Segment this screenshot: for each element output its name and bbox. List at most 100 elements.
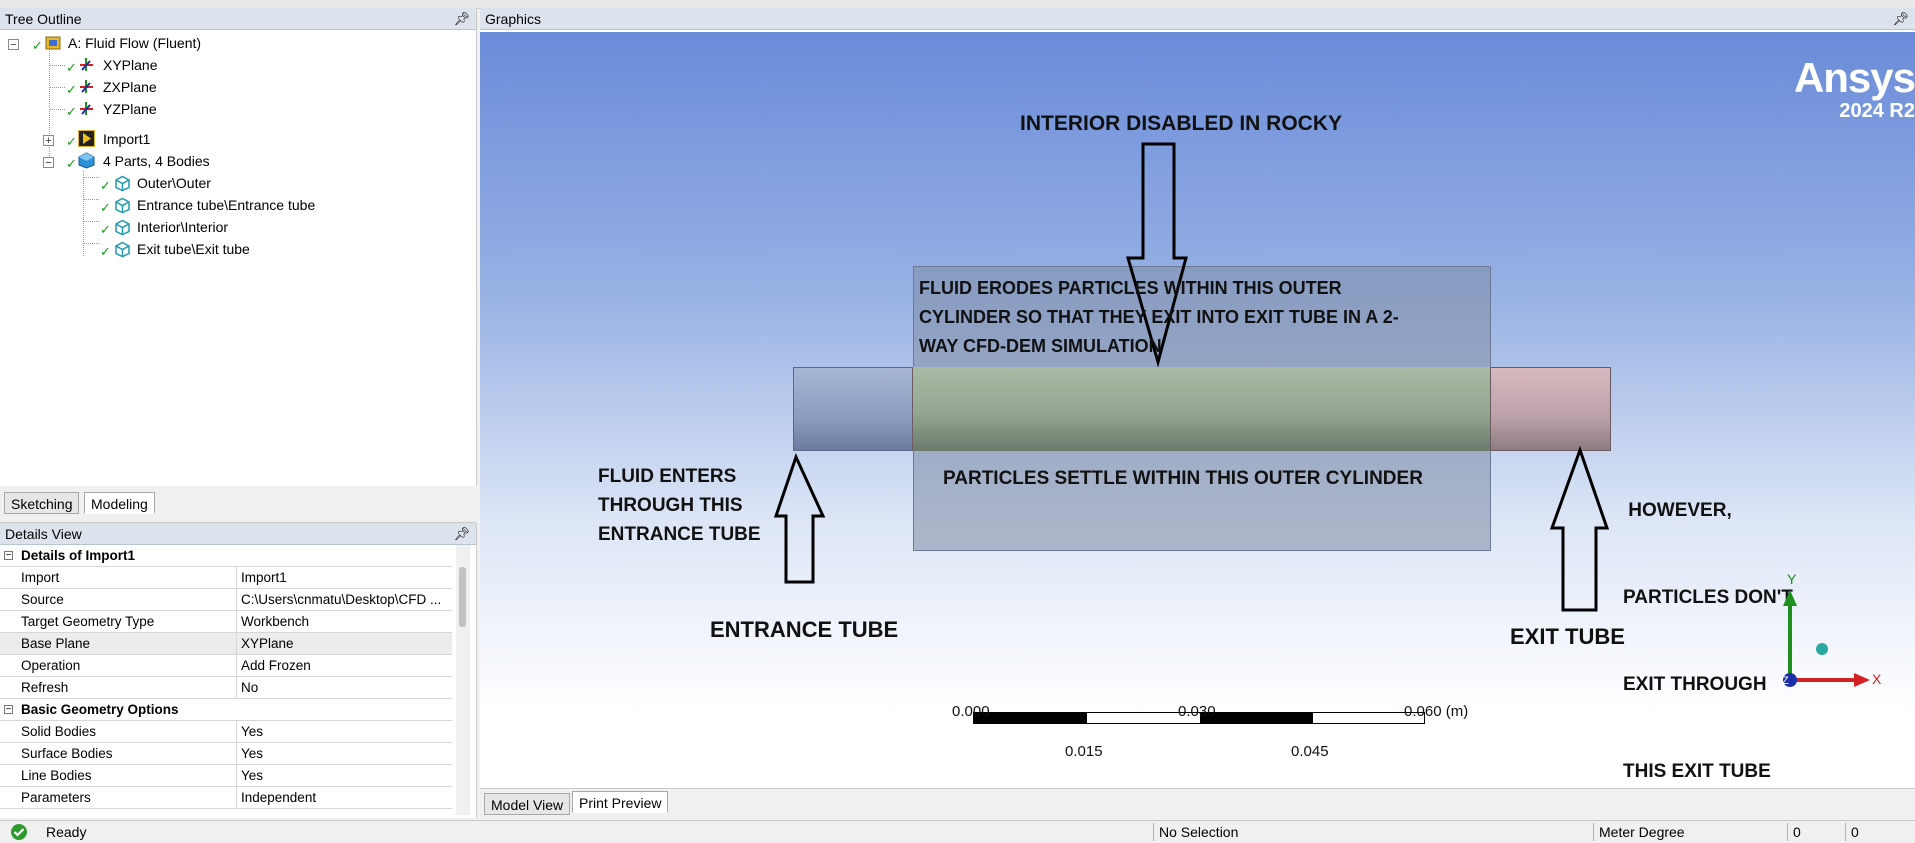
pin-icon[interactable]: 📌︎ — [453, 526, 470, 541]
details-value[interactable]: Workbench — [241, 614, 310, 629]
details-key: Base Plane — [21, 633, 237, 655]
mode-tabs: Sketching Modeling — [0, 488, 476, 524]
details-value[interactable]: Yes — [241, 724, 264, 739]
details-row[interactable]: Base Plane XYPlane — [0, 633, 452, 655]
tree-item-label: Exit tube\Exit tube — [137, 241, 250, 257]
check-icon: ✓ — [66, 156, 77, 171]
details-key: Target Geometry Type — [21, 611, 237, 633]
details-row[interactable]: Parameters Independent — [0, 787, 452, 809]
exit-tube-right-body[interactable] — [1490, 367, 1611, 451]
details-scrollbar-thumb[interactable] — [459, 567, 466, 627]
pin-icon[interactable]: 📌︎ — [1892, 11, 1909, 26]
annotation-fluid-erodes: FLUID ERODES PARTICLES WITHIN THIS OUTER… — [919, 278, 1399, 356]
details-row[interactable]: Source C:\Users\cnmatu\Desktop\CFD ... — [0, 589, 452, 611]
status-value-1: 0 — [1787, 823, 1843, 841]
details-key: Solid Bodies — [21, 721, 237, 743]
details-value[interactable]: Yes — [241, 768, 264, 783]
details-group-header[interactable]: − Basic Geometry Options — [0, 699, 452, 721]
details-row[interactable]: Operation Add Frozen — [0, 655, 452, 677]
annotation-arrows — [773, 142, 1610, 612]
tree-connector — [83, 171, 84, 256]
plane-axes-icon — [80, 102, 93, 115]
status-units[interactable]: Meter Degree — [1593, 823, 1789, 841]
details-key: Operation — [21, 655, 237, 677]
details-value[interactable]: C:\Users\cnmatu\Desktop\CFD ... — [241, 592, 442, 607]
details-view-header: Details View 📌︎ — [0, 523, 476, 545]
collapse-group-icon[interactable]: − — [4, 704, 13, 715]
status-ready: Ready — [46, 824, 87, 840]
graphics-title: Graphics — [485, 11, 542, 27]
ready-check-icon — [11, 824, 27, 840]
details-value[interactable]: No — [241, 680, 259, 695]
pin-icon[interactable]: 📌︎ — [453, 11, 470, 26]
status-selection: No Selection — [1153, 823, 1594, 841]
scale-label: 0.060 (m) — [1404, 703, 1469, 720]
tree-item-label: YZPlane — [103, 101, 157, 117]
plane-axes-icon — [80, 80, 93, 93]
tree-item-label: Import1 — [103, 131, 151, 147]
details-key: Surface Bodies — [21, 743, 237, 765]
details-value[interactable]: Add Frozen — [241, 658, 311, 673]
tree-outline-title: Tree Outline — [5, 11, 82, 27]
parts-icon — [78, 152, 95, 169]
details-row[interactable]: Import Import1 — [0, 567, 452, 589]
check-icon: ✓ — [32, 38, 43, 53]
scale-label: 0.045 — [1291, 743, 1329, 760]
check-icon: ✓ — [66, 134, 77, 149]
ansys-logo-text: Ansys — [1793, 54, 1915, 101]
annotation-exit-tube: EXIT TUBE — [1510, 624, 1625, 649]
details-key: Source — [21, 589, 237, 611]
tree-connector — [49, 48, 50, 164]
tab-model-view[interactable]: Model View — [484, 793, 571, 815]
tab-modeling[interactable]: Modeling — [84, 492, 155, 514]
details-row[interactable]: Solid Bodies Yes — [0, 721, 452, 743]
details-group-header[interactable]: − Details of Import1 — [0, 545, 452, 567]
details-row[interactable]: Refresh No — [0, 677, 452, 699]
import-icon — [78, 130, 95, 147]
collapse-group-icon[interactable]: − — [4, 550, 13, 561]
details-view-panel: Details View 📌︎ − Details of Import1 Imp… — [0, 523, 477, 818]
tab-print-preview[interactable]: Print Preview — [572, 791, 669, 813]
details-row[interactable]: Target Geometry Type Workbench — [0, 611, 452, 633]
fluent-system-icon — [45, 36, 61, 50]
scale-label: 0.015 — [1065, 743, 1103, 760]
details-view-title: Details View — [5, 526, 82, 542]
details-value[interactable]: XYPlane — [241, 636, 294, 651]
body-icon — [115, 241, 130, 258]
check-icon: ✓ — [100, 222, 111, 237]
tree-item-root-label: A: Fluid Flow (Fluent) — [68, 35, 202, 51]
entrance-tube-body[interactable] — [793, 367, 915, 451]
details-value[interactable]: Import1 — [241, 570, 287, 585]
annotation-particles-settle: PARTICLES SETTLE WITHIN THIS OUTER CYLIN… — [943, 468, 1423, 489]
tab-sketching[interactable]: Sketching — [4, 492, 80, 514]
interior-body[interactable] — [913, 367, 1491, 451]
details-value[interactable]: Yes — [241, 746, 264, 761]
details-key: Refresh — [21, 677, 237, 699]
annotation-fluid-enters: FLUID ENTERS THROUGH THIS ENTRANCE TUBE — [598, 466, 761, 545]
collapse-root-toggle[interactable]: − — [8, 39, 19, 51]
tree-item-label: Outer\Outer — [137, 175, 211, 191]
body-icon — [115, 197, 130, 214]
ansys-version: 2024 R2 — [1839, 100, 1915, 122]
expand-import-toggle[interactable]: + — [43, 135, 54, 147]
check-icon: ✓ — [100, 178, 111, 193]
body-icon — [115, 175, 130, 192]
axis-y-label: Y — [1787, 572, 1797, 587]
status-value-2: 0 — [1845, 823, 1911, 841]
details-row[interactable]: Surface Bodies Yes — [0, 743, 452, 765]
details-row[interactable]: Line Bodies Yes — [0, 765, 452, 787]
axis-x-label: X — [1872, 671, 1882, 687]
body-icon — [115, 219, 130, 236]
axis-triad[interactable]: Y X Z — [1760, 572, 1910, 692]
graphics-header: Graphics 📌︎ — [480, 8, 1915, 30]
scale-label: 0.030 — [1178, 703, 1216, 720]
details-value[interactable]: Independent — [241, 790, 317, 805]
details-key: Parameters — [21, 787, 237, 809]
details-group-label: Basic Geometry Options — [21, 702, 179, 717]
scale-bar — [973, 712, 1425, 724]
check-icon: ✓ — [100, 244, 111, 259]
axis-z-label: Z — [1782, 675, 1789, 687]
graphics-viewport[interactable]: Ansys 2024 R2 INTERIOR DISABLED IN ROCKY… — [480, 32, 1915, 788]
collapse-parts-toggle[interactable]: − — [43, 157, 54, 169]
details-key: Line Bodies — [21, 765, 237, 787]
